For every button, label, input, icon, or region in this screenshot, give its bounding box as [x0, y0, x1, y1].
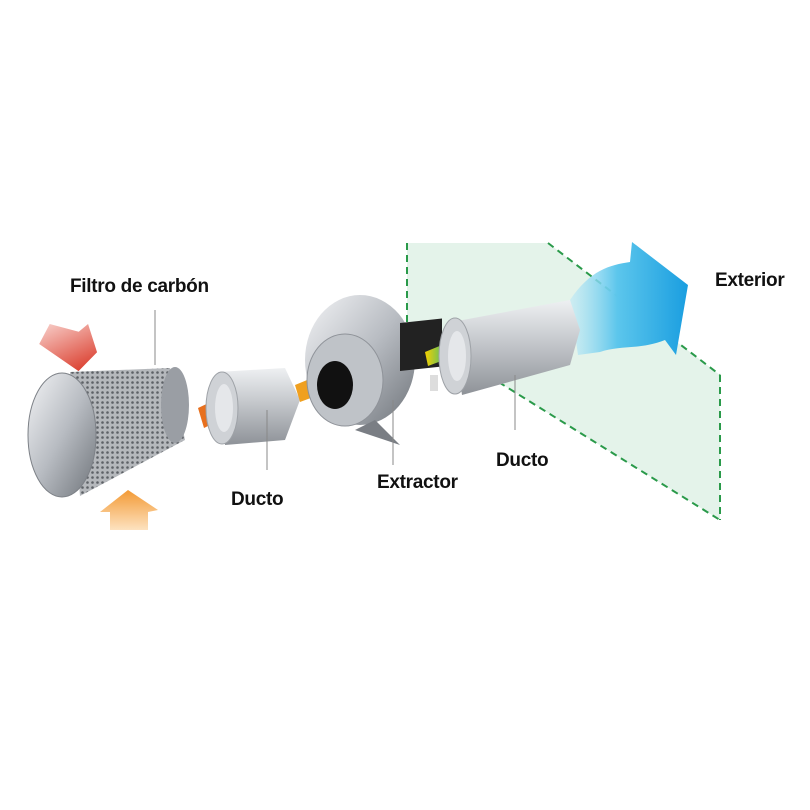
label-extractor: Extractor: [377, 472, 458, 493]
carbon-filter: [27, 367, 189, 498]
label-carbon-filter: Filtro de carbón: [70, 276, 209, 297]
duct-2: [438, 300, 580, 395]
label-duct-2: Ducto: [496, 450, 549, 471]
label-duct-1: Ducto: [231, 489, 284, 510]
wall-plane: [407, 243, 720, 520]
duct-1: [205, 368, 300, 445]
exhaust-air-arrow: [570, 242, 688, 355]
extractor-fan: [305, 295, 442, 445]
intake-arrow-bottom-icon: [100, 490, 158, 530]
label-exterior: Exterior: [715, 270, 785, 291]
intake-arrow-top-icon: [39, 323, 98, 372]
